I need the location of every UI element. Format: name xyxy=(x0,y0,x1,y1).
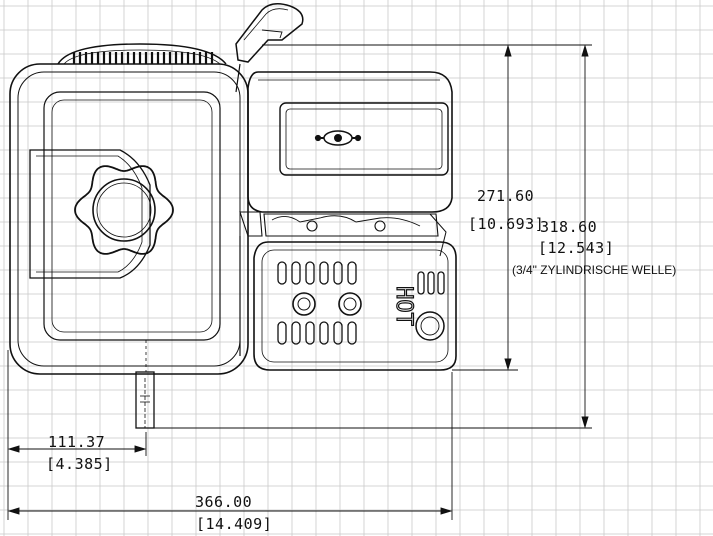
shaft-note: (3/4" ZYLINDRISCHE WELLE) xyxy=(512,263,677,277)
shaft-offset-mm: 111.37 xyxy=(48,433,106,451)
muffler-slot xyxy=(277,321,287,345)
filter-knob xyxy=(74,165,174,255)
muffler-slot xyxy=(305,261,315,285)
muffler-slot xyxy=(437,271,445,295)
dimension-lines xyxy=(7,44,592,520)
overall-width-inch: [14.409] xyxy=(196,515,273,533)
shaft-offset-inch: [4.385] xyxy=(46,455,113,473)
muffler-slot xyxy=(333,321,343,345)
height-inner-inch: [10.693] xyxy=(468,215,545,233)
muffler-slot xyxy=(347,261,357,285)
muffler-slot xyxy=(319,261,329,285)
air-filter-housing xyxy=(9,63,249,375)
cooling-fins xyxy=(57,43,227,65)
muffler-slot xyxy=(333,261,343,285)
muffler-hot-label: HOT xyxy=(391,286,416,326)
engine-block xyxy=(239,211,447,356)
muffler-slot xyxy=(417,271,425,295)
muffler-slot xyxy=(305,321,315,345)
height-outer-mm: 318.60 xyxy=(540,218,598,236)
height-outer-inch: [12.543] xyxy=(538,239,615,257)
muffler-slot xyxy=(347,321,357,345)
overall-width-mm: 366.00 xyxy=(195,493,253,511)
fuel-tank xyxy=(247,71,453,213)
muffler-slot xyxy=(427,271,435,295)
crankshaft xyxy=(135,340,155,429)
fuel-cap-handle xyxy=(235,3,304,93)
muffler-slot xyxy=(291,261,301,285)
fuel-tank-logo xyxy=(314,130,362,146)
muffler-slot xyxy=(319,321,329,345)
muffler xyxy=(253,241,457,371)
muffler-slot xyxy=(277,261,287,285)
height-inner-mm: 271.60 xyxy=(477,187,535,205)
muffler-slot xyxy=(291,321,301,345)
